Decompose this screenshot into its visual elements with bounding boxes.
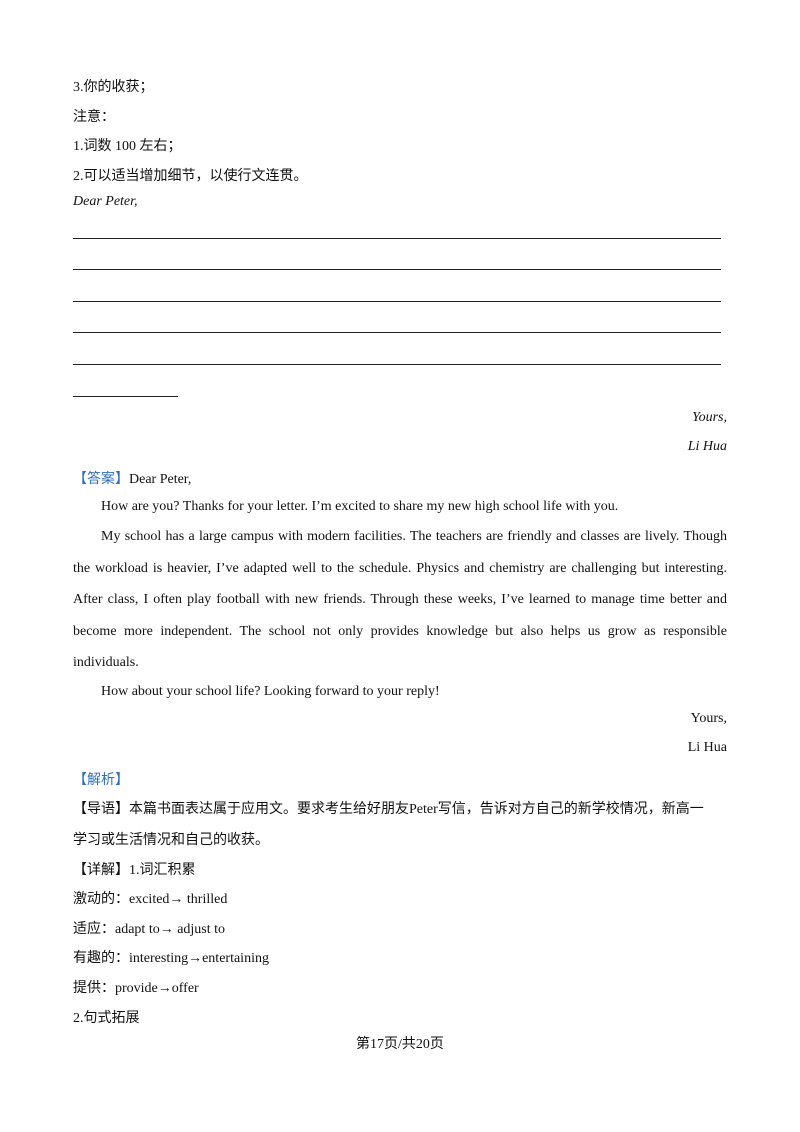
- guide-text-1: 本篇书面表达属于应用文。要求考生给好朋友Peter写信，告诉对方自己的新学校情况…: [129, 802, 704, 817]
- writing-line: [73, 238, 721, 239]
- section-heading: 2.句式拓展: [73, 1011, 140, 1026]
- guide-line-2: 学习或生活情况和自己的收获。: [73, 833, 269, 848]
- writing-line: [73, 364, 721, 365]
- writing-line: [73, 332, 721, 333]
- guide-line-1: 【导语】本篇书面表达属于应用文。要求考生给好朋友Peter写信，告诉对方自己的新…: [73, 798, 704, 818]
- closing-yours-prompt: Yours,: [692, 410, 727, 425]
- writing-line-short: [73, 396, 178, 397]
- writing-line: [73, 269, 721, 270]
- detail-tag: 【详解】: [73, 863, 129, 878]
- answer-tag: 【答案】: [73, 472, 129, 487]
- answer-greeting: Dear Peter,: [129, 472, 192, 487]
- detail-heading: 【详解】1.词汇积累: [73, 859, 196, 879]
- answer-paragraph-2: My school has a large campus with modern…: [73, 529, 727, 670]
- note-item-1: 1.词数 100 左右；: [73, 139, 182, 154]
- detail-title: 1.词汇积累: [129, 863, 196, 878]
- analysis-tag: 【解析】: [73, 773, 129, 788]
- letter-greeting-prompt: Dear Peter,: [73, 194, 138, 209]
- vocab-item: 有趣的：interesting→entertaining: [73, 951, 269, 966]
- guide-tag: 【导语】: [73, 802, 129, 817]
- closing-name-prompt: Li Hua: [687, 439, 727, 454]
- note-item-2: 2.可以适当增加细节，以使行文连贯。: [73, 169, 308, 184]
- page-footer: 第17页/共20页: [356, 1037, 444, 1052]
- answer-paragraph-1: How are you? Thanks for your letter. I’m…: [101, 499, 619, 514]
- note-heading: 注意：: [73, 110, 115, 125]
- prompt-item-3: 3.你的收获；: [73, 80, 154, 95]
- vocab-item: 提供：provide→offer: [73, 981, 199, 996]
- writing-line: [73, 301, 721, 302]
- answer-heading: 【答案】Dear Peter,: [73, 468, 191, 488]
- answer-paragraph-3: How about your school life? Looking forw…: [101, 684, 440, 699]
- vocab-item: 激动的：excited→ thrilled: [73, 892, 228, 907]
- vocab-item: 适应：adapt to→ adjust to: [73, 922, 226, 937]
- answer-closing-name: Li Hua: [687, 740, 727, 755]
- answer-closing-yours: Yours,: [690, 711, 727, 726]
